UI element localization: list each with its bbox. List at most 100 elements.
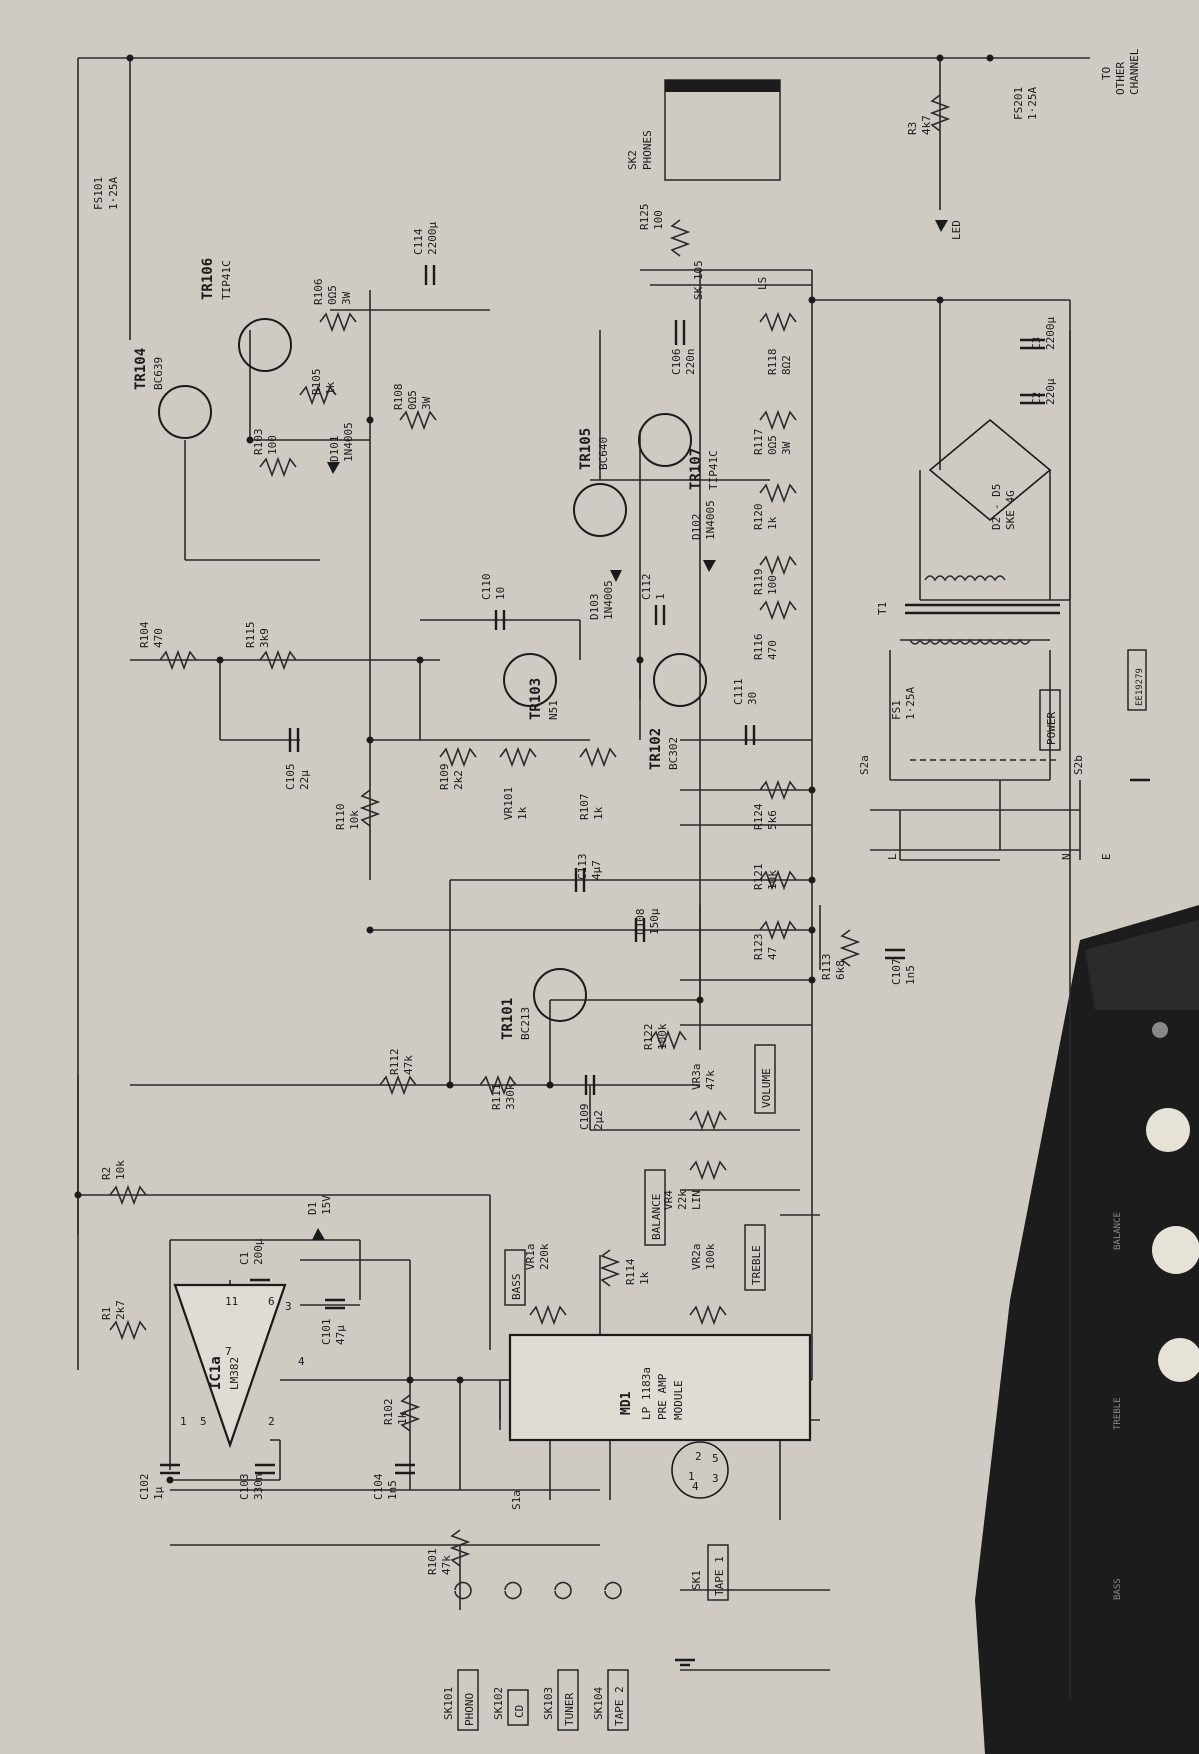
potentiometer-vr101 [499,746,537,768]
label-c102-val: 1µ [152,1486,165,1500]
label-n: N [1060,853,1073,860]
led-indicator-icon [1152,1022,1168,1038]
label-tr105-type: BC640 [597,437,610,470]
label-d102-type: 1N4005 [704,500,717,540]
label-treble: TREBLE [750,1245,763,1285]
label-md1-type: LP 1183a [640,1367,653,1420]
opamp-ic1a-icon [173,1283,287,1449]
label-c103-val: 330n [252,1474,265,1501]
label-c113-val: 4µ7 [590,860,603,880]
label-tr107-type: TIP41C [707,450,720,490]
component-labels: FS101 1·25A TR106 TIP41C R106 0Ω5 3W C11… [92,48,1147,1731]
label-e: E [1100,853,1113,860]
resistor-r122 [649,1029,687,1051]
label-ic1a: IC1a [208,1356,224,1390]
label-c106: C106 [670,349,683,376]
label-r118: R118 [766,349,779,376]
label-s2a: S2a [858,755,871,775]
label-r117-w: 3W [780,441,793,455]
label-r115-val: 3k9 [258,628,271,648]
phones-jack-sk2-icon [664,79,781,181]
label-vr1a: VR1a [524,1244,537,1271]
label-r106-val: 0Ω5 [326,285,339,305]
label-r112-val: 47k [402,1055,415,1075]
label-vr1a-val: 220k [538,1243,551,1270]
label-d1: D1 [306,1202,319,1215]
label-vr101-val: 1k [516,806,529,820]
label-md1-desc1: PRE AMP [656,1373,669,1420]
resistor-r123 [759,919,797,941]
label-r2-val: 10k [114,1160,127,1180]
knob-icon [1152,1226,1199,1274]
label-c101: C101 [320,1319,333,1346]
label-vr3a-val: 47k [704,1070,717,1090]
label-r120-val: 1k [766,516,779,530]
label-tr107: TR107 [688,448,704,490]
label-balance: BALANCE [650,1194,663,1240]
label-c111: C111 [732,679,745,706]
label-c104-val: 1n5 [386,1480,399,1500]
label-r122-val: 100k [656,1023,669,1050]
label-r105-val: 1k [324,381,337,395]
label-c1: C1 [238,1252,251,1265]
label-tr101-type: BC213 [519,1007,532,1040]
label-tr105: TR105 [578,428,594,470]
label-r124: R124 [752,803,765,830]
resistor-r2 [109,1184,147,1206]
label-r106-w: 3W [340,291,353,305]
label-r112: R112 [388,1049,401,1076]
label-phono: PHONO [463,1693,476,1726]
pin-label: 3 [285,1300,292,1313]
din-pin-label: 4 [692,1480,699,1493]
capacitor-c2 [1020,393,1045,405]
label-c111-val: 30 [746,692,759,705]
potentiometer-vr4 [689,1159,727,1181]
label-r104-val: 470 [152,628,165,648]
transistor-tr103-icon [503,653,557,707]
socket-sk103-icon [554,1581,572,1600]
label-c104: C104 [372,1473,385,1500]
label-r3: R3 [906,122,919,135]
label-c2: C2 [1030,392,1043,405]
socket-sk102-icon [504,1581,522,1600]
amplifier-photo: BALANCE TREBLE BASS [975,905,1199,1754]
label-c112-val: 1 [654,593,667,600]
capacitor-c110 [494,610,506,630]
resistor-r121 [759,869,797,891]
diode-d102-icon [703,560,716,572]
led-icon [935,220,948,232]
label-r117-val: 0Ω5 [766,435,779,455]
label-r101: R101 [426,1549,439,1576]
capacitor-c114 [424,265,436,285]
resistor-r1 [109,1319,147,1341]
label-ref: EE19279 [1135,668,1145,706]
label-sk2: SK2 [626,150,639,170]
label-sk105: SK 105 [692,260,705,300]
label-c114-val: 2200µ [426,222,439,255]
resistor-r119 [759,554,797,576]
label-volume: VOLUME [760,1068,773,1108]
capacitor-c102 [160,1463,180,1475]
capacitor-c111 [744,725,756,745]
label-bass: BASS [510,1274,523,1301]
resistor-r108 [399,409,437,431]
label-r111: R111 [490,1084,503,1111]
label-vr4-val: 22k [676,1190,689,1210]
transformer-t1-icon [905,575,1060,645]
pin-label: 1 [180,1415,187,1428]
label-tr104: TR104 [133,348,149,390]
label-d102: D102 [690,514,703,541]
label-tr106: TR106 [200,258,216,300]
label-md1-desc2: MODULE [672,1380,685,1420]
panel-label-bass: BASS [1113,1578,1123,1600]
transistor-tr101-icon [533,968,587,1022]
label-r109: R109 [438,764,451,791]
label-c106-val: 220n [684,349,697,376]
pin-label: 11 [225,1295,238,1308]
diode-d103-icon [610,570,622,582]
capacitors [160,265,1045,1475]
capacitor-c108 [634,918,646,942]
resistor-r106 [319,311,357,333]
label-r108: R108 [392,384,405,411]
